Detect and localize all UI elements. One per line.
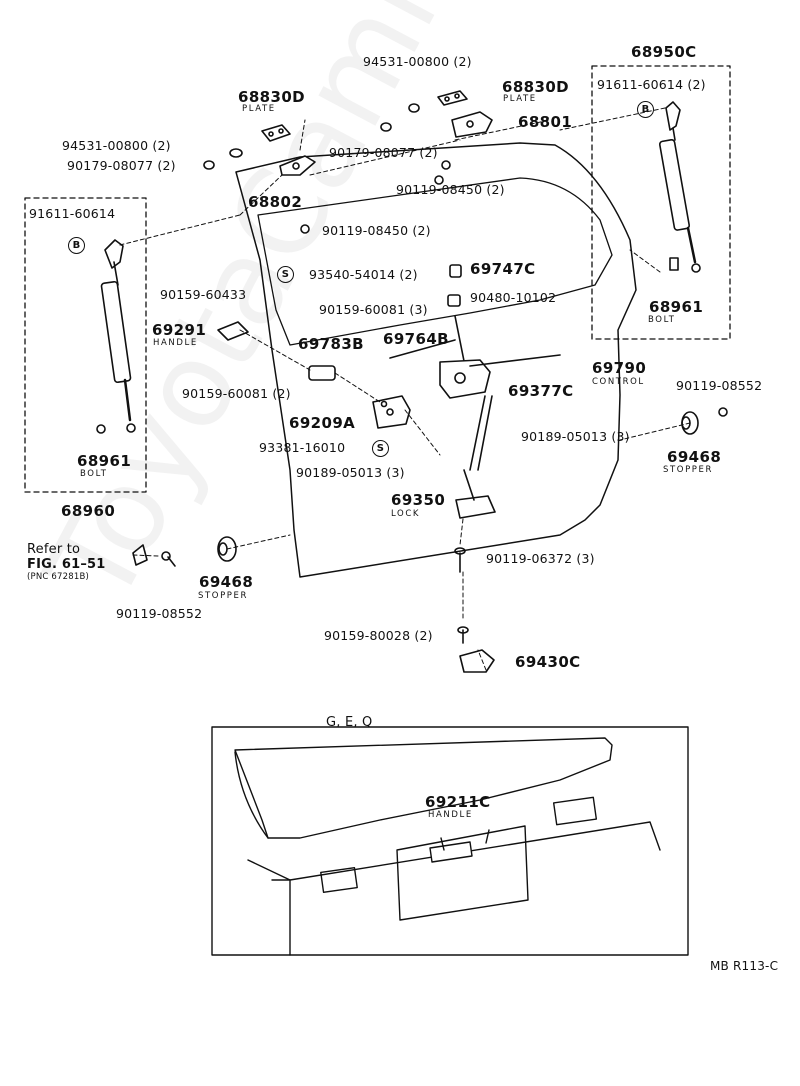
part-91611-60614-2: 91611-60614 (2) [597, 77, 706, 92]
hinge-plate-left [261, 124, 291, 142]
part-68960: 68960 [61, 502, 116, 520]
reference-line2: FIG. 61–51 [27, 557, 106, 572]
b-mark-right: B [637, 101, 654, 118]
part-68830d-left: 68830D [238, 88, 306, 106]
part-90480-10102: 90480-10102 [470, 290, 557, 305]
part-69350-sub: LOCK [391, 509, 421, 519]
part-69291: 69291 [152, 321, 207, 339]
s-mark-93381: S [372, 440, 389, 457]
part-90189-05013-3-left: 90189-05013 (3) [296, 465, 405, 480]
part-93381-16010: 93381-16010 [259, 440, 346, 455]
part-90179-08077-2-mid: 90179-08077 (2) [329, 145, 438, 160]
part-69790-sub: CONTROL [592, 377, 645, 387]
gas-strut-left [100, 239, 136, 433]
part-90159-60433: 90159-60433 [160, 287, 247, 302]
part-90119-08552-right: 90119-08552 [676, 378, 763, 393]
part-90119-06372-3: 90119-06372 (3) [486, 551, 595, 566]
variant-frame [211, 726, 689, 956]
hinge-68802 [279, 155, 316, 176]
part-90119-08552-left: 90119-08552 [116, 606, 203, 621]
hinge-68801 [451, 111, 493, 138]
washers [96, 103, 451, 434]
part-69468-right-sub: STOPPER [663, 465, 714, 475]
part-69764b: 69764B [383, 330, 450, 348]
part-90179-08077-2-left: 90179-08077 (2) [67, 158, 176, 173]
handle-parts [217, 321, 411, 429]
part-68950c: 68950C [631, 43, 697, 61]
part-90159-60081-3: 90159-60081 (3) [319, 302, 428, 317]
part-69747c: 69747C [470, 260, 536, 278]
part-69468-right: 69468 [667, 448, 722, 466]
part-94531-00800-2-top: 94531-00800 (2) [363, 54, 472, 69]
part-68830d-left-sub: PLATE [242, 104, 276, 114]
variant-door [234, 737, 661, 956]
reference-line3: (PNC 67281B) [27, 572, 90, 582]
part-69430c: 69430C [515, 653, 581, 671]
part-68830d-right-sub: PLATE [503, 94, 537, 104]
striker-69430c [459, 649, 495, 673]
bottom-bolts [161, 407, 728, 644]
strut-box-right [591, 65, 731, 340]
part-69468-left-sub: STOPPER [198, 591, 249, 601]
part-69783b: 69783B [298, 335, 365, 353]
part-68961-left-sub: BOLT [80, 469, 108, 479]
reference-line1: Refer to [27, 542, 81, 557]
hinge-plate-right [437, 90, 468, 106]
part-69350: 69350 [391, 491, 446, 509]
back-door-outline [235, 142, 637, 578]
variant-label: G, E, Q [326, 715, 373, 730]
part-69209a: 69209A [289, 414, 356, 432]
s-mark-93540: S [277, 266, 294, 283]
part-90159-60081-2: 90159-60081 (2) [182, 386, 291, 401]
part-68961-left: 68961 [77, 452, 132, 470]
part-94531-00800-2-left: 94531-00800 (2) [62, 138, 171, 153]
part-90159-80028-2: 90159-80028 (2) [324, 628, 433, 643]
part-68961-right: 68961 [649, 298, 704, 316]
b-mark-left: B [68, 237, 85, 254]
part-68802: 68802 [248, 193, 303, 211]
strut-box-left [24, 197, 147, 493]
part-69377c: 69377C [508, 382, 574, 400]
part-68961-right-sub: BOLT [648, 315, 676, 325]
part-69211c: 69211C [425, 793, 491, 811]
part-69468-left: 69468 [199, 573, 254, 591]
part-69291-sub: HANDLE [153, 338, 198, 348]
latch-mechanism [389, 264, 561, 519]
part-90189-05013-3-right: 90189-05013 (3) [521, 429, 630, 444]
part-69790: 69790 [592, 359, 647, 377]
part-91611-60614: 91611-60614 [29, 206, 116, 221]
part-69211c-sub: HANDLE [428, 810, 473, 820]
part-90119-08450-2-mid: 90119-08450 (2) [322, 223, 431, 238]
gas-strut-right [658, 101, 701, 273]
part-68830d-right: 68830D [502, 78, 570, 96]
part-90119-08450-2-top: 90119-08450 (2) [396, 182, 505, 197]
diagram-code: MB R113-C [710, 959, 779, 973]
part-93540-54014-2: 93540-54014 (2) [309, 267, 418, 282]
part-68801: 68801 [518, 113, 573, 131]
